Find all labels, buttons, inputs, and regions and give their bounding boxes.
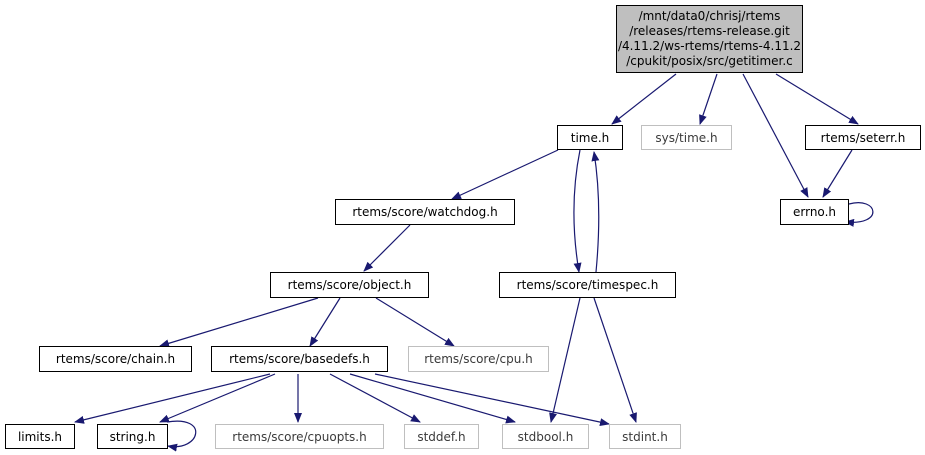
node-stdbool-h: stdbool.h — [502, 424, 589, 449]
node-stddef-h: stddef.h — [404, 424, 479, 449]
node-label: string.h — [109, 429, 156, 444]
node-label: rtems/score/basedefs.h — [229, 352, 370, 366]
node-stdint-h: stdint.h — [609, 424, 681, 449]
edge-basedefs-limits — [74, 373, 271, 424]
node-label: rtems/score/cpuopts.h — [232, 429, 367, 444]
node-time-h[interactable]: time.h — [557, 125, 623, 150]
edge-root-errno — [742, 73, 809, 198]
node-cpu-h: rtems/score/cpu.h — [408, 346, 549, 372]
edge-string-self — [166, 420, 197, 452]
node-object-h[interactable]: rtems/score/object.h — [270, 272, 429, 298]
node-string-h[interactable]: string.h — [97, 424, 168, 449]
edge-root-time — [611, 73, 677, 125]
node-label: rtems/score/watchdog.h — [352, 205, 498, 219]
node-cpuopts-h: rtems/score/cpuopts.h — [215, 424, 384, 449]
edge-object-chain — [159, 297, 319, 348]
edge-object-cpu — [375, 297, 455, 347]
edge-basedefs-stdbool — [349, 373, 516, 424]
node-errno-h[interactable]: errno.h — [780, 199, 849, 225]
node-label: rtems/score/object.h — [287, 278, 412, 292]
node-limits-h[interactable]: limits.h — [5, 424, 75, 449]
node-label: time.h — [570, 130, 610, 145]
root-file-node[interactable]: /mnt/data0/chrisj/rtems /releases/rtems-… — [616, 5, 803, 73]
node-timespec-h[interactable]: rtems/score/timespec.h — [499, 272, 676, 298]
root-line-4: /cpukit/posix/src/getitimer.c — [626, 54, 793, 68]
edge-basedefs-string — [159, 373, 276, 423]
node-label: errno.h — [793, 205, 836, 219]
node-label: stdbool.h — [517, 429, 574, 444]
node-seterr-h[interactable]: rtems/seterr.h — [805, 125, 921, 150]
node-label: stddef.h — [417, 429, 466, 444]
edge-watchdog-object — [363, 224, 411, 272]
edge-timespec-stdbool — [549, 297, 581, 423]
node-label: sys/time.h — [655, 130, 718, 145]
node-chain-h[interactable]: rtems/score/chain.h — [39, 346, 192, 372]
edge-timespec-stdint — [593, 297, 637, 423]
edge-root-systime — [699, 73, 718, 125]
root-line-2: /releases/rtems-release.git — [629, 24, 790, 38]
root-line-3: /4.11.2/ws-rtems/rtems-4.11.2 — [617, 39, 802, 53]
edge-time-timespec — [573, 149, 582, 273]
edge-root-seterr — [775, 73, 859, 125]
edge-timespec-time — [591, 151, 600, 273]
node-label: limits.h — [17, 429, 63, 444]
root-line-1: /mnt/data0/chrisj/rtems — [638, 9, 781, 23]
edge-errno-self — [844, 202, 874, 227]
edge-basedefs-stddef — [329, 373, 421, 423]
edge-time-watchdog — [451, 149, 559, 200]
node-label: rtems/score/cpu.h — [424, 352, 533, 366]
node-label: stdint.h — [622, 429, 668, 444]
edge-basedefs-stdint — [374, 373, 610, 427]
node-basedefs-h[interactable]: rtems/score/basedefs.h — [211, 346, 388, 372]
edge-seterr-errno — [822, 149, 853, 198]
node-watchdog-h[interactable]: rtems/score/watchdog.h — [335, 199, 515, 225]
edge-object-basedefs — [309, 297, 341, 347]
node-sys-time-h: sys/time.h — [641, 125, 732, 150]
node-label: rtems/score/timespec.h — [516, 278, 659, 292]
node-label: rtems/score/chain.h — [55, 352, 176, 366]
node-label: rtems/seterr.h — [820, 130, 906, 145]
